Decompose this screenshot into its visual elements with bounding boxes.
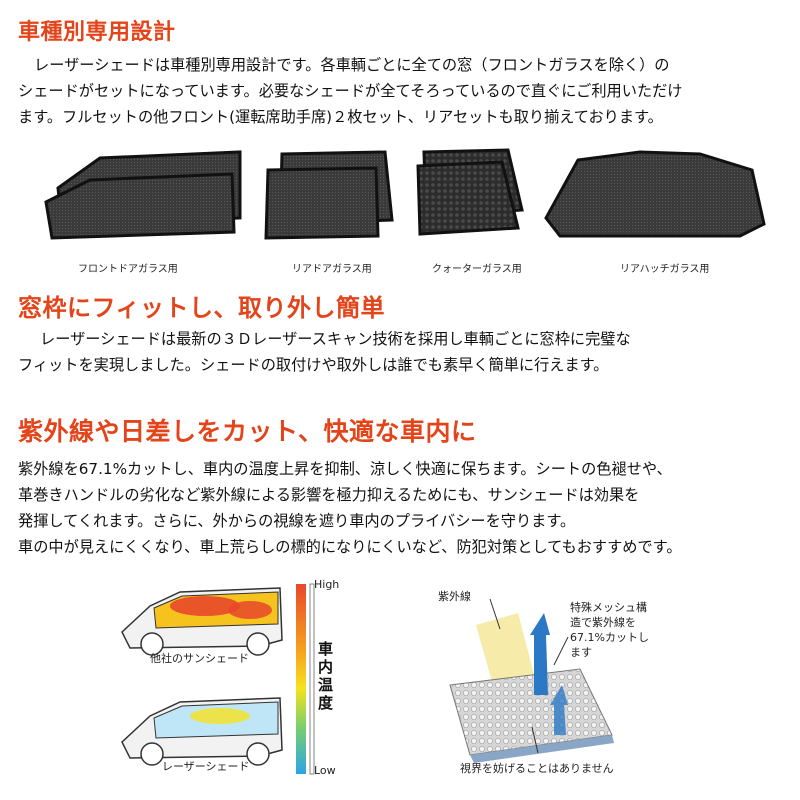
scale-high-label: High [314, 578, 340, 591]
section-heading-uv-cut: 紫外線や日差しをカット、快適な車内に [18, 417, 477, 446]
paragraph-line: シェードがセットになっています。必要なシェードが全てそろっているので直ぐにご利用… [18, 82, 683, 100]
uv-mesh-diagram [449, 598, 614, 763]
scale-low-label: Low [314, 764, 336, 777]
rear-door-shade-icon [264, 150, 394, 240]
cabin-temperature-label: 車内温度 [318, 640, 334, 712]
product-caption-front-door: フロントドアガラス用 [78, 264, 178, 275]
competitor-car-icon [121, 587, 283, 656]
paragraph-line: 車の中が見えにくくなり、車上荒らしの標的になりにくいなど、防犯対策としてもおすす… [18, 538, 682, 556]
laser-shade-caption: レーザーシェード [162, 760, 250, 773]
product-shades-image [44, 148, 766, 240]
paragraph-line: レーザーシェードは車種別専用設計です。各車輌ごとに全ての窓（フロントガラスを除く… [34, 56, 670, 74]
reflect-arrow-icon [530, 613, 550, 695]
mesh-note-line: 特殊メッシュ構 [570, 601, 647, 614]
temperature-scale-bar [296, 584, 306, 774]
front-door-shade-icon [44, 150, 242, 240]
section-heading-vehicle-specific: 車種別専用設計 [18, 20, 176, 45]
product-caption-rear-door: リアドアガラス用 [292, 264, 372, 275]
paragraph-line: 革巻きハンドルの劣化など紫外線による影響を極力抑えるためにも、サンシェードは効果… [18, 486, 640, 504]
mesh-note: 特殊メッシュ構 造で紫外線を 67.1%カットし ます [570, 600, 649, 660]
product-caption-rear-hatch: リアハッチガラス用 [620, 264, 710, 275]
mesh-note-line: ます [570, 646, 592, 659]
uv-label: 紫外線 [438, 590, 471, 603]
rear-hatch-shade-icon [544, 150, 766, 238]
competitor-shade-caption: 他社のサンシェード [150, 652, 249, 665]
paragraph-line: フィットを実現しました。シェードの取付けや取外しは誰でも素早く簡単に行えます。 [18, 356, 609, 374]
car-temperature-diagram [121, 583, 315, 775]
mesh-note-line: 67.1%カットし [570, 631, 649, 644]
section-heading-fit: 窓枠にフィットし、取り外し簡単 [18, 294, 386, 322]
paragraph-line: ます。フルセットの他フロント(運転席助手席)２枚セット、リアセットも取り揃えてお… [18, 108, 663, 126]
quarter-shade-icon [416, 148, 524, 236]
paragraph-line: レーザーシェードは最新の３Ｄレーザースキャン技術を採用し車輌ごとに窓枠に完璧な [40, 330, 631, 348]
paragraph-line: 発揮してくれます。さらに、外からの視線を遮り車内のプライバシーを守ります。 [18, 512, 576, 530]
laser-shade-car-icon [121, 697, 283, 766]
product-caption-quarter: クォーターガラス用 [432, 264, 522, 275]
paragraph-line: 紫外線を67.1%カットし、車内の温度上昇を抑制、涼しく快適に保ちます。シートの… [18, 460, 672, 478]
mesh-note-line: 造で紫外線を [570, 616, 636, 629]
visibility-note: 視界を妨げることはありません [460, 762, 614, 775]
